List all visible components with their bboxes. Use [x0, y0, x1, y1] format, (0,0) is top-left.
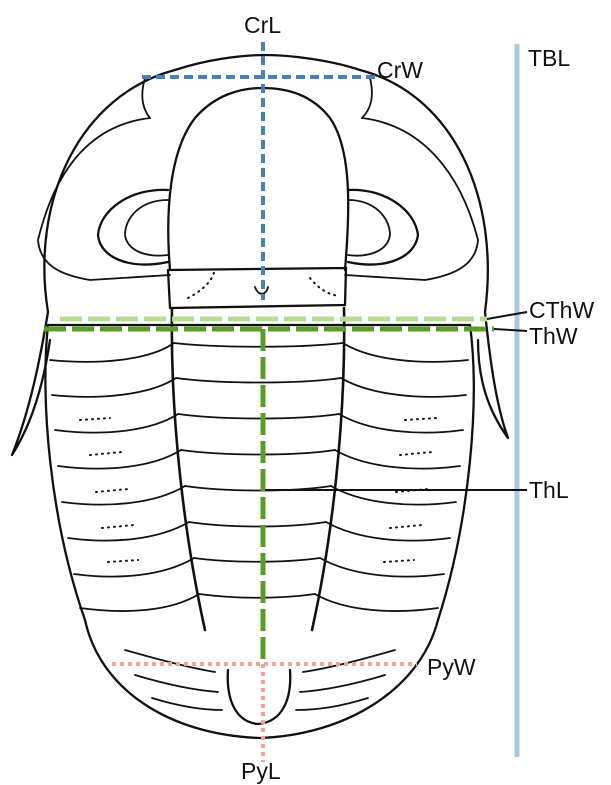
trilobite-illustration: [12, 55, 508, 738]
glabella: [168, 88, 348, 270]
occipital-dots-right: [310, 278, 340, 296]
occipital-dots-left: [188, 272, 214, 298]
left-eye-inner: [125, 200, 168, 256]
pygidial-ribs: [125, 650, 395, 710]
right-eye-inner: [348, 200, 390, 256]
thw-label: ThW: [529, 323, 578, 349]
cephalic-border: [142, 78, 372, 118]
axial-furrow-left: [172, 308, 205, 630]
cthw-label: CThW: [529, 297, 594, 323]
tbl-label: TBL: [528, 45, 570, 71]
pyl-label: PyL: [241, 758, 281, 784]
right-pleurae: [315, 343, 468, 611]
cephalon-outline: [44, 55, 487, 312]
crl-label: CrL: [244, 12, 281, 38]
thl-label: ThL: [529, 477, 569, 503]
thw-leader: [494, 329, 527, 331]
left-pleurae: [50, 343, 199, 611]
axial-rings: [174, 343, 343, 598]
cthw-leader: [487, 312, 527, 319]
axial-furrow-right: [312, 308, 344, 630]
crw-label: CrW: [377, 57, 423, 83]
pyw-label: PyW: [427, 654, 476, 680]
measurement-labels: CrL CrW TBL CThW ThW ThL PyW PyL: [241, 12, 594, 784]
pygidial-axis: [228, 670, 290, 724]
